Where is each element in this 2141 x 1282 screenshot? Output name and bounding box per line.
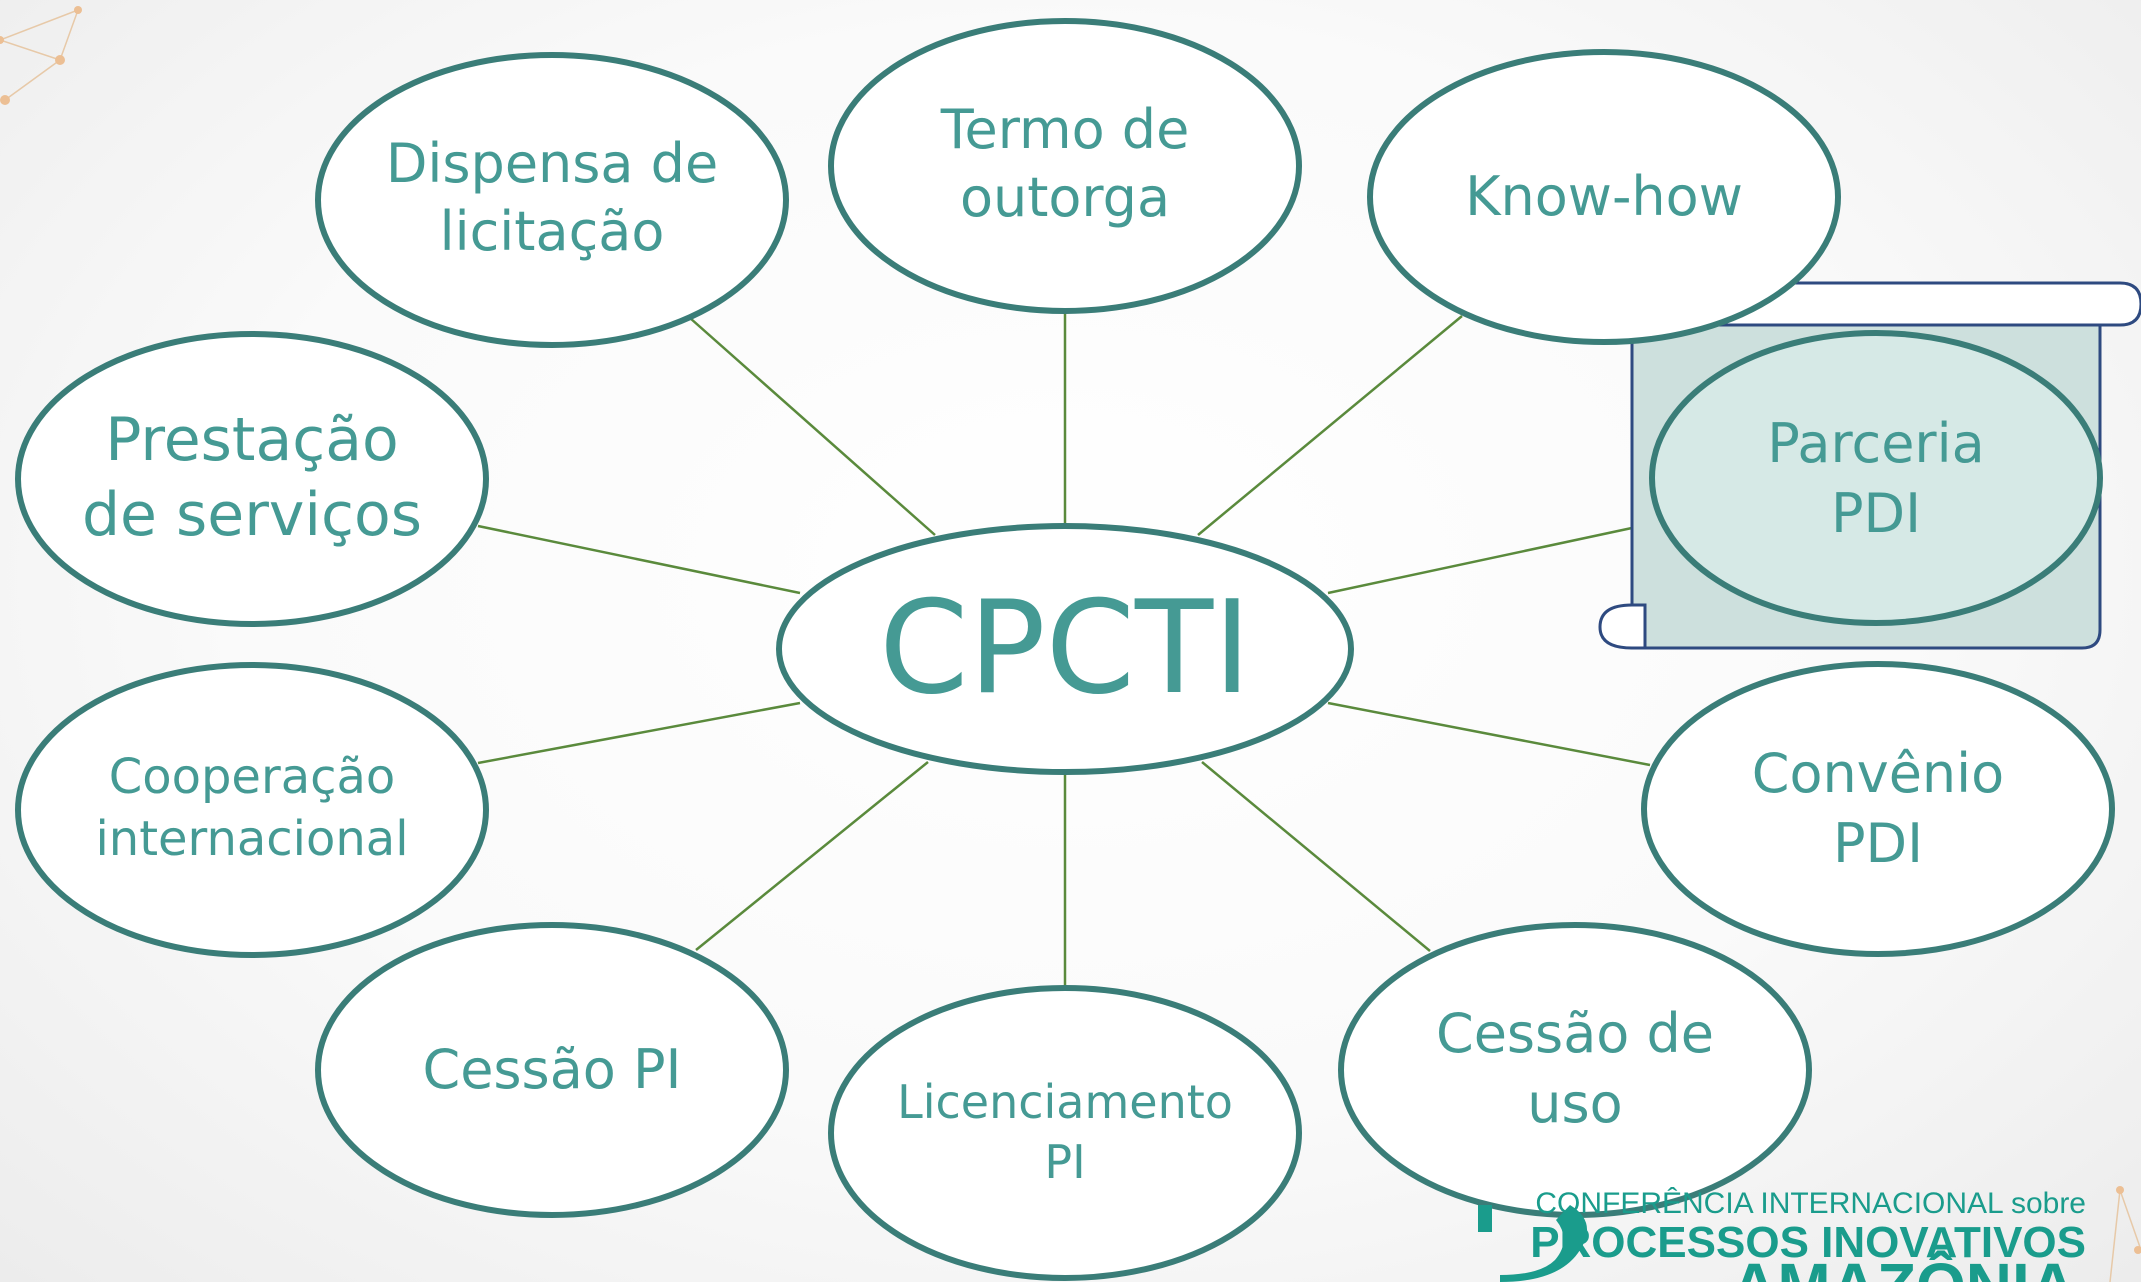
connector-prestacao bbox=[477, 524, 801, 595]
node-cessao-uso-line1: Cessão de bbox=[1436, 1002, 1714, 1065]
node-cessao-de-uso: Cessão de uso bbox=[1338, 922, 1812, 1218]
connector-parceria bbox=[1327, 520, 1661, 595]
connector-cessao-pi bbox=[695, 761, 929, 951]
node-cessao-uso-line2: uso bbox=[1527, 1072, 1622, 1135]
node-licenciamento-line1: Licenciamento bbox=[897, 1075, 1233, 1129]
node-convenio-line2: PDI bbox=[1833, 812, 1923, 875]
node-dispensa-line2: licitação bbox=[440, 200, 665, 263]
node-cooperacao-internacional: Cooperação internacional bbox=[15, 662, 489, 958]
connector-cessao-uso bbox=[1201, 761, 1431, 952]
connector-lines bbox=[477, 312, 1661, 985]
node-parceria-line1: Parceria bbox=[1767, 412, 1984, 475]
node-prestacao-line2: de serviços bbox=[82, 480, 422, 550]
network-decoration-bottom-right bbox=[2109, 1186, 2141, 1282]
node-termo-line2: outorga bbox=[960, 166, 1170, 229]
node-dispensa-de-licitacao: Dispensa de licitação bbox=[315, 52, 789, 348]
node-cooperacao-line1: Cooperação bbox=[109, 749, 396, 805]
node-dispensa-line1: Dispensa de bbox=[386, 132, 718, 195]
node-parceria-pdi: Parceria PDI bbox=[1649, 330, 2103, 626]
node-cessao-pi-line1: Cessão PI bbox=[423, 1038, 682, 1101]
node-prestacao-line1: Prestação bbox=[105, 405, 398, 475]
node-licenciamento-line2: PI bbox=[1044, 1135, 1085, 1189]
node-termo-de-outorga: Termo de outorga bbox=[828, 18, 1302, 314]
brand-line3: AMAZÔNIA bbox=[1731, 1249, 2076, 1282]
connector-dispensa bbox=[689, 317, 936, 536]
node-know-how: Know-how bbox=[1367, 49, 1841, 345]
node-convenio-line1: Convênio bbox=[1752, 742, 2004, 805]
node-prestacao-de-servicos: Prestação de serviços bbox=[15, 331, 489, 627]
node-licenciamento-pi: Licenciamento PI bbox=[828, 985, 1302, 1281]
node-parceria-line2: PDI bbox=[1831, 482, 1921, 545]
brand-line1: CONFERÊNCIA INTERNACIONAL sobre bbox=[1535, 1187, 2086, 1220]
connector-cooperacao bbox=[477, 701, 801, 765]
node-convenio-pdi: Convênio PDI bbox=[1641, 661, 2115, 957]
node-center-cpcti: CPCTI bbox=[776, 523, 1354, 775]
center-label: CPCTI bbox=[879, 574, 1251, 723]
conference-branding: CONFERÊNCIA INTERNACIONAL sobre PROCESSO… bbox=[1478, 1187, 2086, 1282]
brand-logo-mark bbox=[1478, 1205, 1588, 1282]
connector-knowhow bbox=[1197, 315, 1463, 536]
node-cooperacao-line2: internacional bbox=[95, 811, 408, 867]
node-termo-line1: Termo de bbox=[940, 98, 1190, 161]
connector-convenio bbox=[1327, 701, 1651, 767]
node-knowhow-line1: Know-how bbox=[1465, 165, 1743, 228]
network-decoration-top-left bbox=[0, 6, 82, 105]
brand-line2: PROCESSOS INOVATIVOS bbox=[1530, 1218, 2086, 1267]
node-cessao-pi: Cessão PI bbox=[315, 922, 789, 1218]
